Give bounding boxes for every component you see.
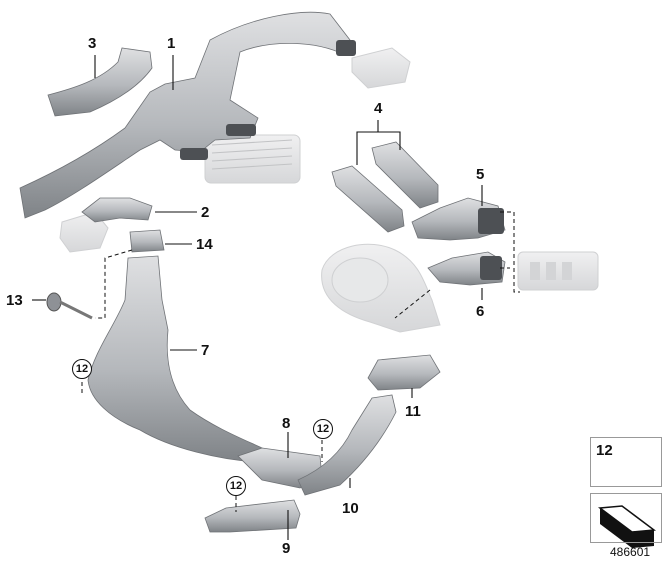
- leader-lines: [32, 55, 483, 540]
- part-2-duct: [81, 197, 153, 223]
- part-10-duct: [297, 394, 397, 496]
- part-4-duct-a: [331, 165, 405, 233]
- callout-8: 8: [282, 415, 291, 432]
- callout-1: 1: [167, 35, 176, 52]
- legend-box-part-12: [590, 437, 662, 487]
- legend-arrow-icon: [597, 505, 657, 548]
- ghost-vent-center: [204, 134, 301, 184]
- part-11-bracket: [367, 354, 441, 391]
- callout-11: 11: [405, 403, 421, 420]
- legend-box-symbol: [590, 493, 662, 543]
- callout-4: 4: [374, 100, 383, 117]
- part-1-outlets: [180, 40, 356, 160]
- ghost-vent-top-right: [351, 47, 411, 89]
- callout-13: 13: [6, 292, 23, 309]
- dashed-guides: [81, 211, 520, 512]
- circled-ref-12: 12: [226, 476, 246, 496]
- part-4-duct-b: [371, 141, 439, 209]
- part-3-duct: [47, 47, 153, 117]
- part-14-connector: [129, 229, 165, 253]
- part-5-outlet: [478, 208, 504, 234]
- callout-10: 10: [342, 500, 359, 517]
- callout-7: 7: [201, 342, 210, 359]
- callout-3: 3: [88, 35, 97, 52]
- part-7-floor-duct: [87, 255, 263, 463]
- diagram-id: 486601: [610, 545, 651, 559]
- circled-ref-12: 12: [72, 359, 92, 379]
- circled-ref-12: 12: [313, 419, 333, 439]
- callout-6: 6: [476, 303, 485, 320]
- legend-part-number: 12: [596, 442, 613, 459]
- part-1-main-duct: [19, 11, 351, 219]
- callout-2: 2: [201, 204, 210, 221]
- part-9-duct: [204, 499, 301, 533]
- ghost-vent-right: [517, 251, 599, 291]
- part-13-fastener: [46, 292, 93, 320]
- callout-9: 9: [282, 540, 291, 557]
- callout-5: 5: [476, 166, 485, 183]
- part-6-outlet: [480, 256, 502, 280]
- callout-14: 14: [196, 236, 213, 253]
- ghost-heater-blower: [321, 243, 441, 333]
